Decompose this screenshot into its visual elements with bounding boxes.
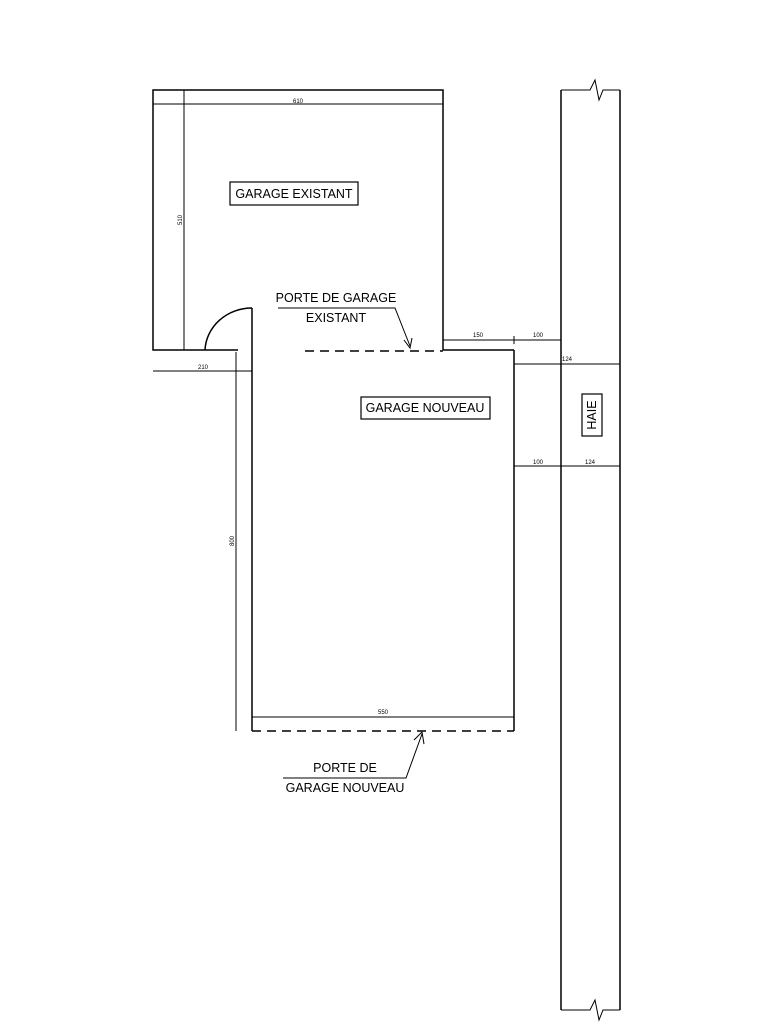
dim-label-gap-top-2: 100	[533, 333, 544, 339]
label-haie: HAIE	[581, 393, 603, 437]
door-swing	[204, 307, 253, 352]
label-garage-nouveau: GARAGE NOUVEAU	[360, 396, 491, 420]
dim-label-existing-depth: 510	[178, 214, 184, 225]
porte-nouveau-line2: GARAGE NOUVEAU	[286, 781, 405, 795]
dim-label-offset-left: 210	[198, 365, 209, 371]
haie-text: HAIE	[585, 400, 599, 429]
dimension-offset-left: 210	[153, 365, 252, 372]
garage-nouveau-text: GARAGE NOUVEAU	[366, 401, 485, 415]
dimension-new-width: 550	[378, 710, 389, 716]
porte-existant-line2: EXISTANT	[306, 311, 367, 325]
dim-label-hedge-top: 124	[562, 357, 573, 363]
dim-label-new-width: 550	[378, 710, 389, 716]
existing-garage	[152, 89, 444, 351]
dim-label-existing-width: 610	[293, 99, 304, 105]
hedge	[560, 78, 621, 1022]
dimension-to-hedge-top: 150 100	[443, 333, 561, 344]
porte-nouveau-line1: PORTE DE	[313, 761, 377, 775]
dimension-existing-depth: 510	[178, 214, 184, 225]
dim-label-hedge-mid: 124	[585, 460, 596, 466]
dimension-new-depth: 800	[230, 352, 237, 731]
label-garage-existant: GARAGE EXISTANT	[229, 181, 359, 206]
dim-label-new-depth: 800	[230, 535, 236, 546]
dim-label-gap-top-1: 150	[473, 333, 484, 339]
dimension-hedge-mid: 100 124	[514, 460, 620, 467]
garage-existant-text: GARAGE EXISTANT	[235, 187, 353, 201]
dim-label-gap-mid: 100	[533, 460, 544, 466]
porte-existant-line1: PORTE DE GARAGE	[276, 291, 397, 305]
dimension-existing-width: 610	[293, 99, 304, 105]
leader-porte-nouveau: PORTE DE GARAGE NOUVEAU	[283, 730, 425, 795]
leader-porte-existant: PORTE DE GARAGE EXISTANT	[276, 291, 413, 350]
dimension-hedge-upper: 124	[514, 357, 620, 365]
new-garage	[251, 349, 515, 731]
